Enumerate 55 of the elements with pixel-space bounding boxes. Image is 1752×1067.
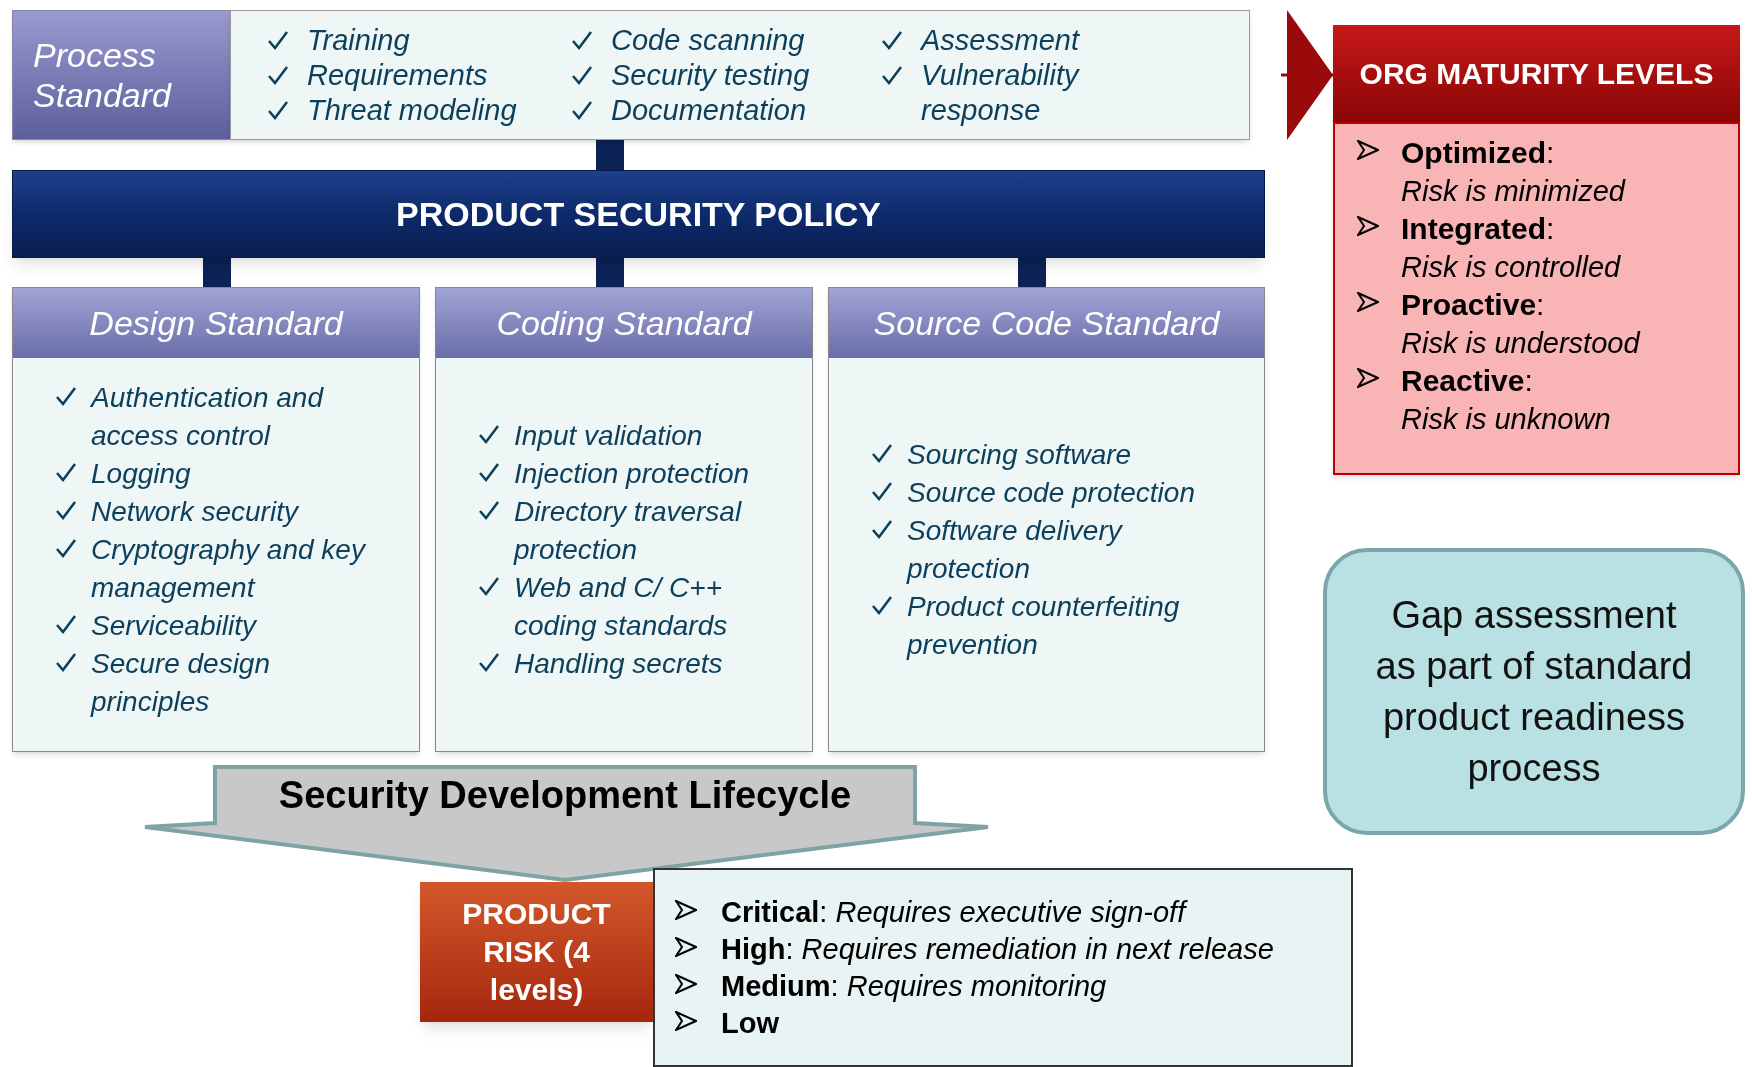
list-item: Injection protection [514,456,750,491]
panel-header: Design Standard [13,288,419,358]
risk-levels-box [653,868,1353,1067]
list-item: Cryptography and key management [91,532,367,605]
list-item: Web and C/ C++ coding standards [514,570,729,643]
list-item: Handling secrets [514,646,723,681]
list-item: Product counterfeiting prevention [907,589,1181,662]
connector-bar [596,140,624,170]
standard-panel [12,287,420,752]
connector-bar [203,258,231,287]
list-item: Requirements [307,58,488,93]
maturity-level: Reactive: [1401,363,1533,399]
panel-header: Coding Standard [436,288,812,358]
list-item: Logging [91,456,191,491]
list-item: Source code protection [907,475,1195,510]
list-item: Assessment [921,23,1079,58]
risk-level: High: Requires remediation in next release [721,932,1274,967]
maturity-description: Risk is understood [1400,326,1642,361]
maturity-description: Risk is controlled [1400,250,1622,285]
maturity-description: Risk is unknown [1400,402,1612,437]
policy-banner: PRODUCT SECURITY POLICY [12,170,1265,258]
lifecycle-arrow: Security Development Lifecycle [143,765,990,882]
risk-level: Medium: Requires monitoring [721,969,1107,1004]
list-item: Vulnerability response [921,58,1081,128]
process-standard-header: Process Standard [12,10,232,140]
connector-bar [596,258,624,287]
maturity-level: Optimized: [1401,135,1555,171]
list-item: Documentation [611,93,807,128]
list-item: Authentication and access control [91,380,325,453]
list-item: Threat modeling [307,93,517,128]
maturity-level: Proactive: [1401,287,1545,323]
maturity-level: Integrated: [1401,211,1555,247]
standard-panel [828,287,1265,752]
risk-level: Low [721,1006,779,1041]
chevron-arrow [1281,10,1333,140]
product-risk-box: PRODUCT RISK (4 levels) [420,882,653,1022]
list-item: Training [307,23,410,58]
list-item: Software delivery protection [907,513,1124,586]
panel-header: Source Code Standard [829,288,1264,358]
process-list-box [230,10,1250,140]
maturity-description: Risk is minimized [1400,174,1627,209]
list-item: Serviceability [91,608,256,643]
connector-bar [1018,258,1046,287]
gap-assessment-box: Gap assessment as part of standard product readiness process [1323,548,1745,835]
list-item: Input validation [514,418,703,453]
list-item: Code scanning [611,23,805,58]
maturity-levels-box [1333,122,1740,475]
list-item: Secure design principles [91,646,271,719]
list-item: Directory traversal protection [514,494,743,567]
list-item: Security testing [611,58,810,93]
standard-panel [435,287,813,752]
list-item: Network security [91,494,298,529]
risk-level: Critical: Requires executive sign-off [721,895,1186,930]
list-item: Sourcing software [907,437,1132,472]
maturity-header: ORG MATURITY LEVELS [1333,25,1740,122]
